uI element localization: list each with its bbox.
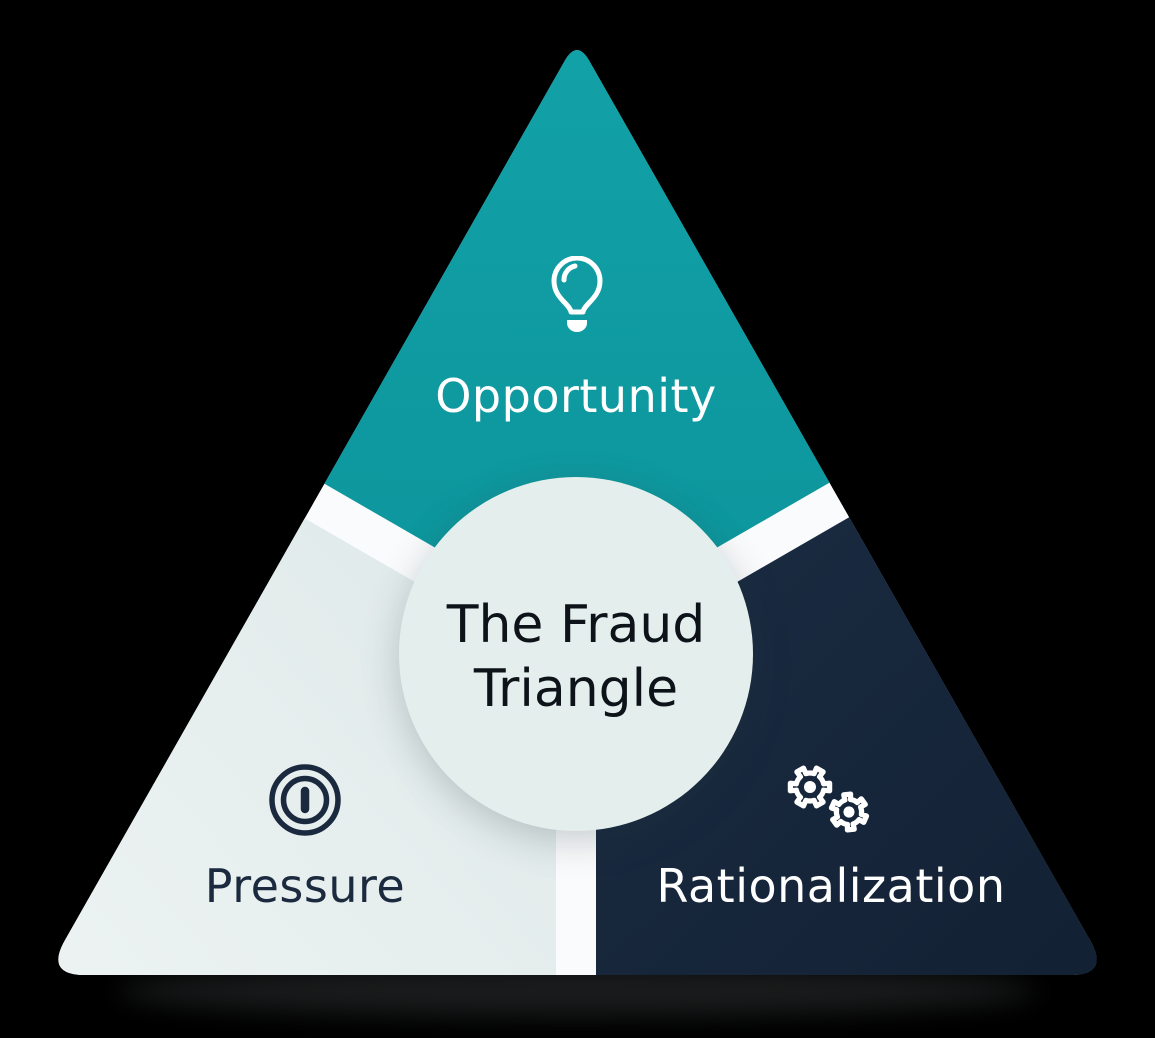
section-opportunity [58, 50, 1097, 629]
center-circle [399, 477, 753, 831]
gears-icon [787, 762, 871, 836]
lightbulb-icon [545, 255, 609, 340]
pressure-gauge-icon [269, 764, 341, 836]
ground-shadow [117, 966, 1037, 1016]
